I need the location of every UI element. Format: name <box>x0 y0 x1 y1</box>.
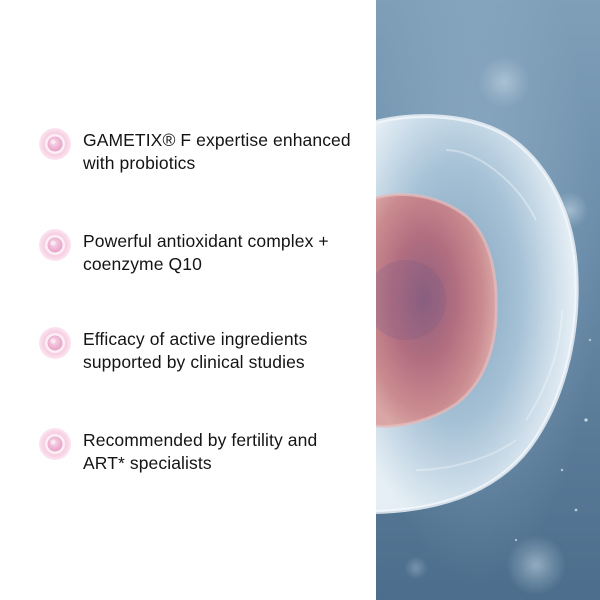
feature-text: GAMETIX® F expertise enhanced with probi… <box>83 129 351 175</box>
cell-illustration <box>376 0 600 600</box>
feature-text: Efficacy of active ingredients supported… <box>83 328 307 374</box>
feature-item-specialists: Recommended by fertility and ART* specia… <box>38 427 368 475</box>
feature-text-line: GAMETIX® F expertise enhanced <box>83 130 351 150</box>
feature-item-antioxidant: Powerful antioxidant complex + coenzyme … <box>38 228 368 276</box>
feature-item-probiotics: GAMETIX® F expertise enhanced with probi… <box>38 127 368 175</box>
feature-list: GAMETIX® F expertise enhanced with probi… <box>38 127 368 475</box>
cell-image <box>376 0 600 600</box>
feature-item-clinical: Efficacy of active ingredients supported… <box>38 326 368 374</box>
feature-text-line: supported by clinical studies <box>83 352 305 372</box>
pink-cell-bullet-icon <box>38 228 72 262</box>
feature-text: Powerful antioxidant complex + coenzyme … <box>83 230 329 276</box>
feature-text-line: Powerful antioxidant complex + <box>83 231 329 251</box>
feature-text-line: ART* specialists <box>83 453 212 473</box>
feature-text-line: Recommended by fertility and <box>83 430 318 450</box>
feature-text-line: coenzyme Q10 <box>83 254 202 274</box>
feature-text: Recommended by fertility and ART* specia… <box>83 429 317 475</box>
pink-cell-bullet-icon <box>38 326 72 360</box>
pink-cell-bullet-icon <box>38 127 72 161</box>
pink-cell-bullet-icon <box>38 427 72 461</box>
feature-text-line: with probiotics <box>83 153 196 173</box>
feature-text-line: Efficacy of active ingredients <box>83 329 308 349</box>
